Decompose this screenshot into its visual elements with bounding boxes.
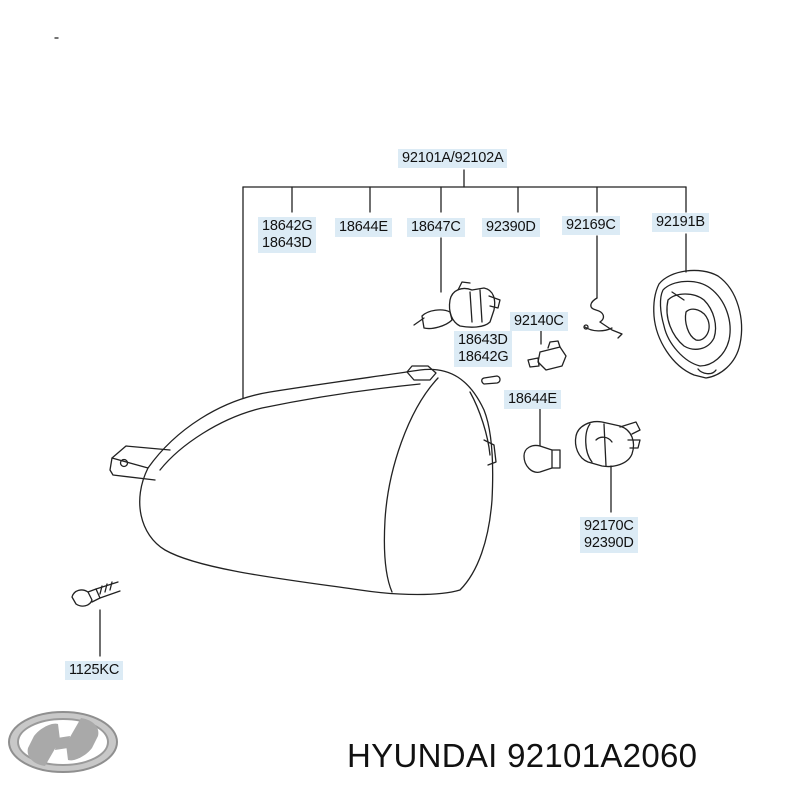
large-bulb xyxy=(523,444,561,473)
label-92390d-top: 92390D xyxy=(482,218,540,237)
small-socket xyxy=(527,340,567,371)
label-text: 92170C xyxy=(584,518,634,534)
label-18644e-mid: 18644E xyxy=(504,390,561,409)
screw xyxy=(71,581,121,607)
label-text: 92101A/92102A xyxy=(402,150,504,166)
label-92169c: 92169C xyxy=(562,216,620,235)
label-1125kc: 1125KC xyxy=(65,661,124,680)
leader-lines xyxy=(99,169,687,657)
label-text: 92390D xyxy=(584,535,634,551)
label-92101a-92102a: 92101A/92102A xyxy=(398,149,508,168)
label-92140c: 92140C xyxy=(510,312,568,331)
label-18643d-18642g: 18643D 18642G xyxy=(454,331,513,367)
dust-cap xyxy=(653,269,743,379)
label-text: 18642G xyxy=(262,218,313,234)
label-text: 18647C xyxy=(411,219,461,235)
label-18642g-18643d: 18642G 18643D xyxy=(258,217,317,253)
small-bulb xyxy=(481,375,501,385)
large-socket xyxy=(574,420,641,468)
halogen-bulb xyxy=(413,281,501,330)
label-text: 18644E xyxy=(508,391,557,407)
label-text: 18644E xyxy=(339,219,388,235)
headlamp-assembly xyxy=(109,365,497,596)
label-18647c: 18647C xyxy=(407,218,465,237)
label-text: 92390D xyxy=(486,219,536,235)
part-number-caption: HYUNDAI 92101A2060 xyxy=(347,737,698,774)
label-text: 18642G xyxy=(458,349,509,365)
label-text: 18643D xyxy=(262,235,312,251)
wire-harness xyxy=(583,297,623,339)
label-text: 1125KC xyxy=(69,662,120,678)
label-text: 92169C xyxy=(566,217,616,233)
label-text: 92191B xyxy=(656,214,705,230)
label-text: 92140C xyxy=(514,313,564,329)
label-92191b: 92191B xyxy=(652,213,709,232)
label-text: 18643D xyxy=(458,332,508,348)
hyundai-logo xyxy=(8,711,118,773)
label-92170c-92390d: 92170C 92390D xyxy=(580,517,638,553)
label-18644e-top: 18644E xyxy=(335,218,392,237)
